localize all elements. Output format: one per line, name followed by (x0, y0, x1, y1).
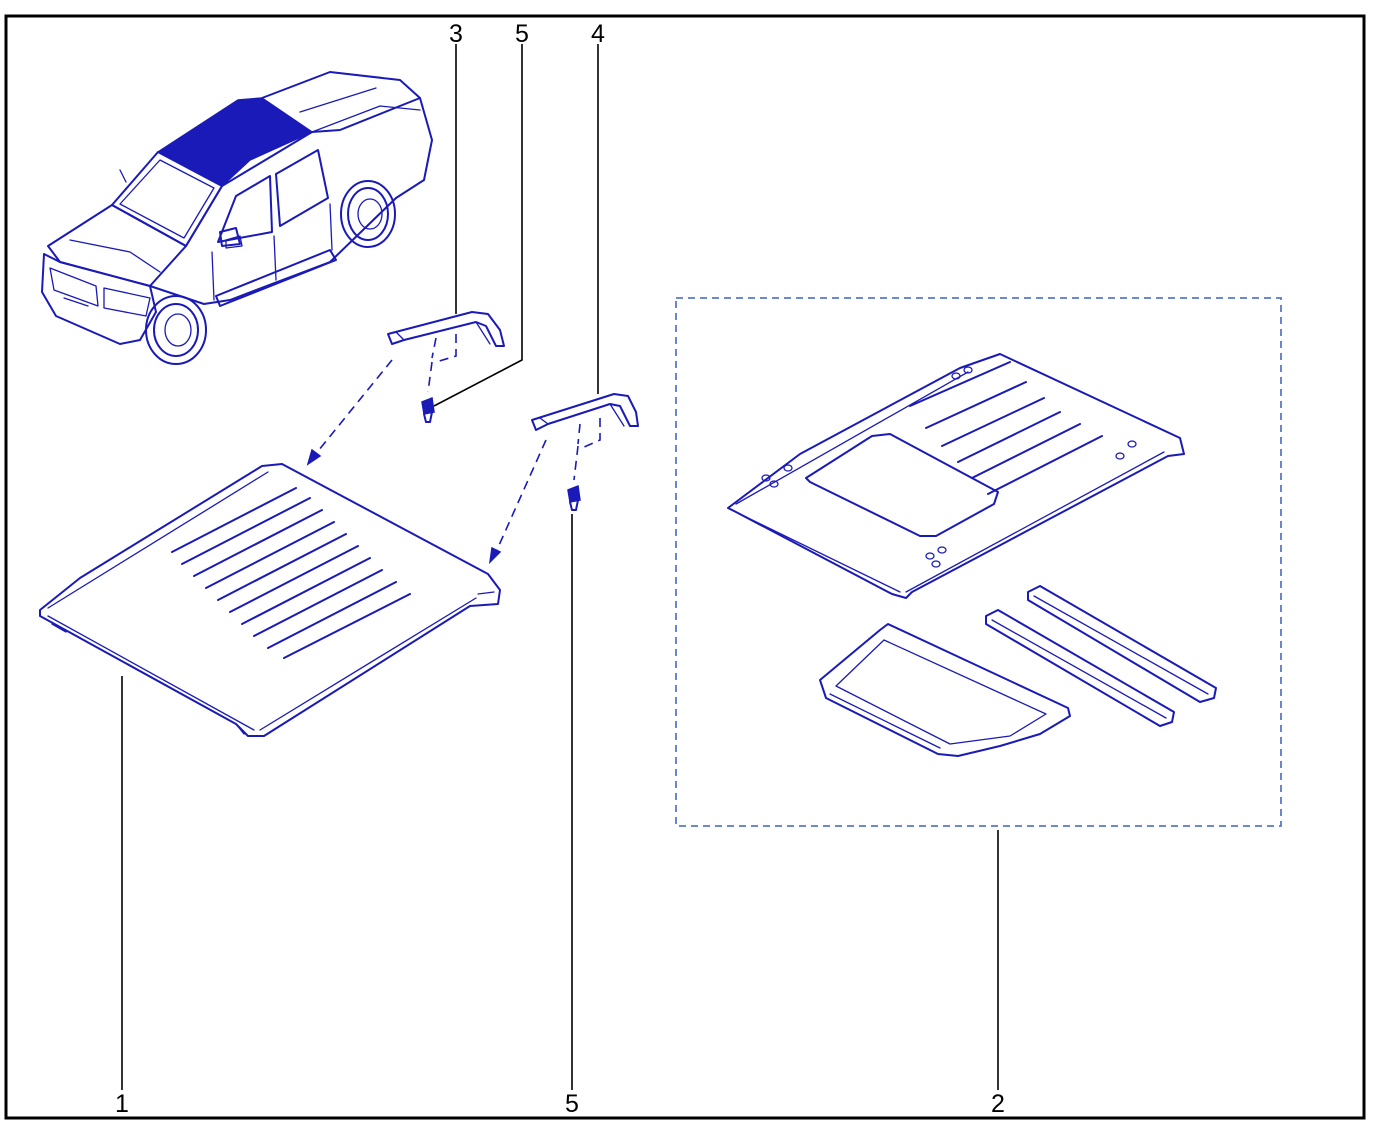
callout-1: 1 (115, 1090, 129, 1118)
truck-illustration (41, 71, 433, 365)
callout-3: 3 (449, 20, 463, 48)
callout-2: 2 (991, 1090, 1005, 1118)
assembly-arrows (306, 359, 547, 565)
part-1-roof-panel (39, 463, 501, 737)
leader-lines (121, 44, 999, 1090)
part-2-sunroof-kit (675, 297, 1282, 827)
part-4-rear-trim (531, 393, 639, 449)
callout-4: 4 (591, 20, 605, 48)
callout-5-bottom: 5 (565, 1090, 579, 1118)
kit-boundary (675, 297, 1282, 827)
truck-roof-highlight (156, 97, 314, 187)
part-5-clip-top (421, 361, 435, 423)
diagram-frame (4, 14, 1366, 1120)
part-5-clip-bottom (567, 445, 581, 511)
leader-5-top (433, 44, 523, 407)
roof-ribs (171, 487, 411, 659)
callout-5-top: 5 (515, 20, 529, 48)
part-3-front-trim (387, 311, 505, 363)
